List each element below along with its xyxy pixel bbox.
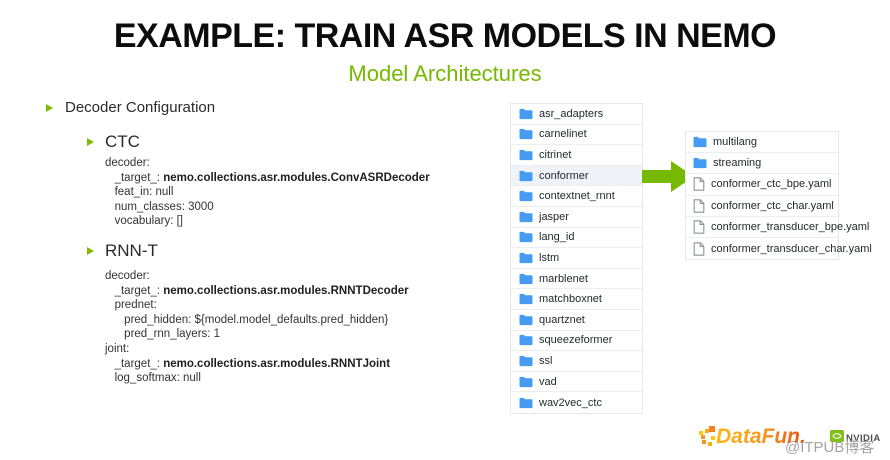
folder-icon [519,314,533,326]
slide-subtitle: Model Architectures [348,61,542,86]
file-row[interactable]: citrinet [511,145,642,166]
datafun-pinwheel-icon [698,425,713,449]
file-name: wav2vec_ctc [539,396,602,409]
folder-icon [519,376,533,388]
file-row[interactable]: contextnet_rnnt [511,186,642,207]
code-line: _target_: nemo.collections.asr.modules.C… [105,171,430,184]
file-name: contextnet_rnnt [539,190,615,203]
code-line: pred_hidden: ${model.model_defaults.pred… [105,313,389,326]
nvidia-eye-icon [830,429,844,448]
file-row[interactable]: quartznet [511,309,642,331]
bullet-icon [87,247,94,255]
folder-icon [519,273,533,285]
nvidia-wordmark: NVIDIA [846,433,881,444]
code-line: _target_: nemo.collections.asr.modules.R… [105,284,409,297]
file-name: vad [539,375,557,388]
nvidia-logo: NVIDIA [830,429,881,448]
rnnt-code-block: decoder: _target_: nemo.collections.asr.… [105,269,409,386]
bullet-icon [87,138,94,146]
code-line: pred_rnn_layers: 1 [105,328,221,341]
file-row[interactable]: vad [511,371,642,393]
file-row[interactable]: matchboxnet [511,289,642,310]
folder-icon [519,252,533,264]
file-name: multilang [713,136,758,149]
code-line: _target_: nemo.collections.asr.modules.R… [105,357,391,370]
bullet-item-rnnt: RNN-T [87,241,158,261]
code-line: log_softmax: null [105,372,201,385]
code-line: decoder: [105,157,150,169]
datafun-wordmark: DataFun. [716,425,806,448]
watermark: @ITPUB博客 [785,439,875,456]
code-line: vocabulary: [] [105,215,183,228]
file-icon [693,177,705,192]
folder-icon [519,149,533,161]
file-icon [693,198,705,213]
code-line: prednet: [105,299,157,312]
asr-config-folder-list: asr_adapters carnelinet citrinet conform… [510,103,643,414]
file-row[interactable]: carnelinet [511,124,642,146]
conformer-folder-contents: multilang streaming conformer_ctc_bpe.ya… [685,131,872,261]
folder-icon [519,231,533,243]
file-row[interactable]: multilang [686,132,838,154]
file-name: jasper [539,210,569,223]
file-row[interactable]: streaming [686,153,838,175]
file-name: carnelinet [539,128,587,141]
file-name: ssl [539,354,553,367]
code-line: num_classes: 3000 [105,200,214,213]
bullet-item-ctc: CTC [87,132,140,152]
file-row[interactable]: conformer_transducer_char.yaml [686,237,872,260]
folder-icon [519,190,533,202]
folder-icon [519,211,533,223]
file-name: asr_adapters [539,107,604,120]
code-line: feat_in: null [105,186,174,199]
file-row[interactable]: squeezeformer [511,330,642,352]
file-name: citrinet [539,148,572,161]
file-name: conformer_ctc_bpe.yaml [711,178,832,191]
file-name: squeezeformer [539,334,613,347]
file-name: lstm [539,251,560,264]
code-line: decoder: [105,270,150,282]
file-name: streaming [713,157,762,170]
folder-icon [519,293,533,305]
slide-title: EXAMPLE: TRAIN ASR MODELS IN NEMO [113,17,777,55]
section-title: Decoder Configuration [65,99,216,116]
bullet-item-decoder-configuration: Decoder Configuration [46,99,215,116]
file-name: quartznet [539,313,585,326]
file-name: conformer_ctc_char.yaml [711,199,834,212]
bullet-icon [46,103,53,112]
ctc-code-block: decoder: _target_: nemo.collections.asr.… [105,156,430,229]
code-line: joint: [105,342,130,355]
file-name: conformer_transducer_char.yaml [711,242,872,255]
folder-icon [693,157,707,169]
file-row[interactable]: conformer_ctc_char.yaml [686,195,838,217]
file-row[interactable]: asr_adapters [511,104,642,125]
arrow-right-icon [642,160,695,198]
file-name: lang_id [539,231,575,244]
folder-icon [519,397,533,409]
folder-icon [519,334,533,346]
file-row[interactable]: conformer_transducer_bpe.yaml [686,216,869,238]
file-icon [693,220,705,234]
file-row[interactable]: lstm [511,248,642,269]
file-row[interactable]: jasper [511,206,642,228]
folder-icon [519,128,533,140]
file-row[interactable]: wav2vec_ctc [511,392,642,413]
file-name: marblenet [539,272,588,285]
file-row[interactable]: conformer_ctc_bpe.yaml [686,174,838,196]
ctc-heading: CTC [105,132,140,151]
file-name: matchboxnet [539,293,602,306]
rnnt-heading: RNN-T [105,241,158,260]
folder-icon [519,355,533,367]
file-icon [693,241,705,256]
file-row[interactable]: ssl [511,351,642,372]
file-row[interactable]: marblenet [511,268,642,290]
folder-icon [519,108,533,120]
folder-icon [693,136,707,148]
folder-icon [519,170,533,182]
file-row[interactable]: lang_id [511,227,642,249]
file-name: conformer [539,169,589,182]
file-row[interactable]: conformer [511,165,642,187]
datafun-logo: DataFun. [698,425,806,449]
file-name: conformer_transducer_bpe.yaml [711,220,870,233]
